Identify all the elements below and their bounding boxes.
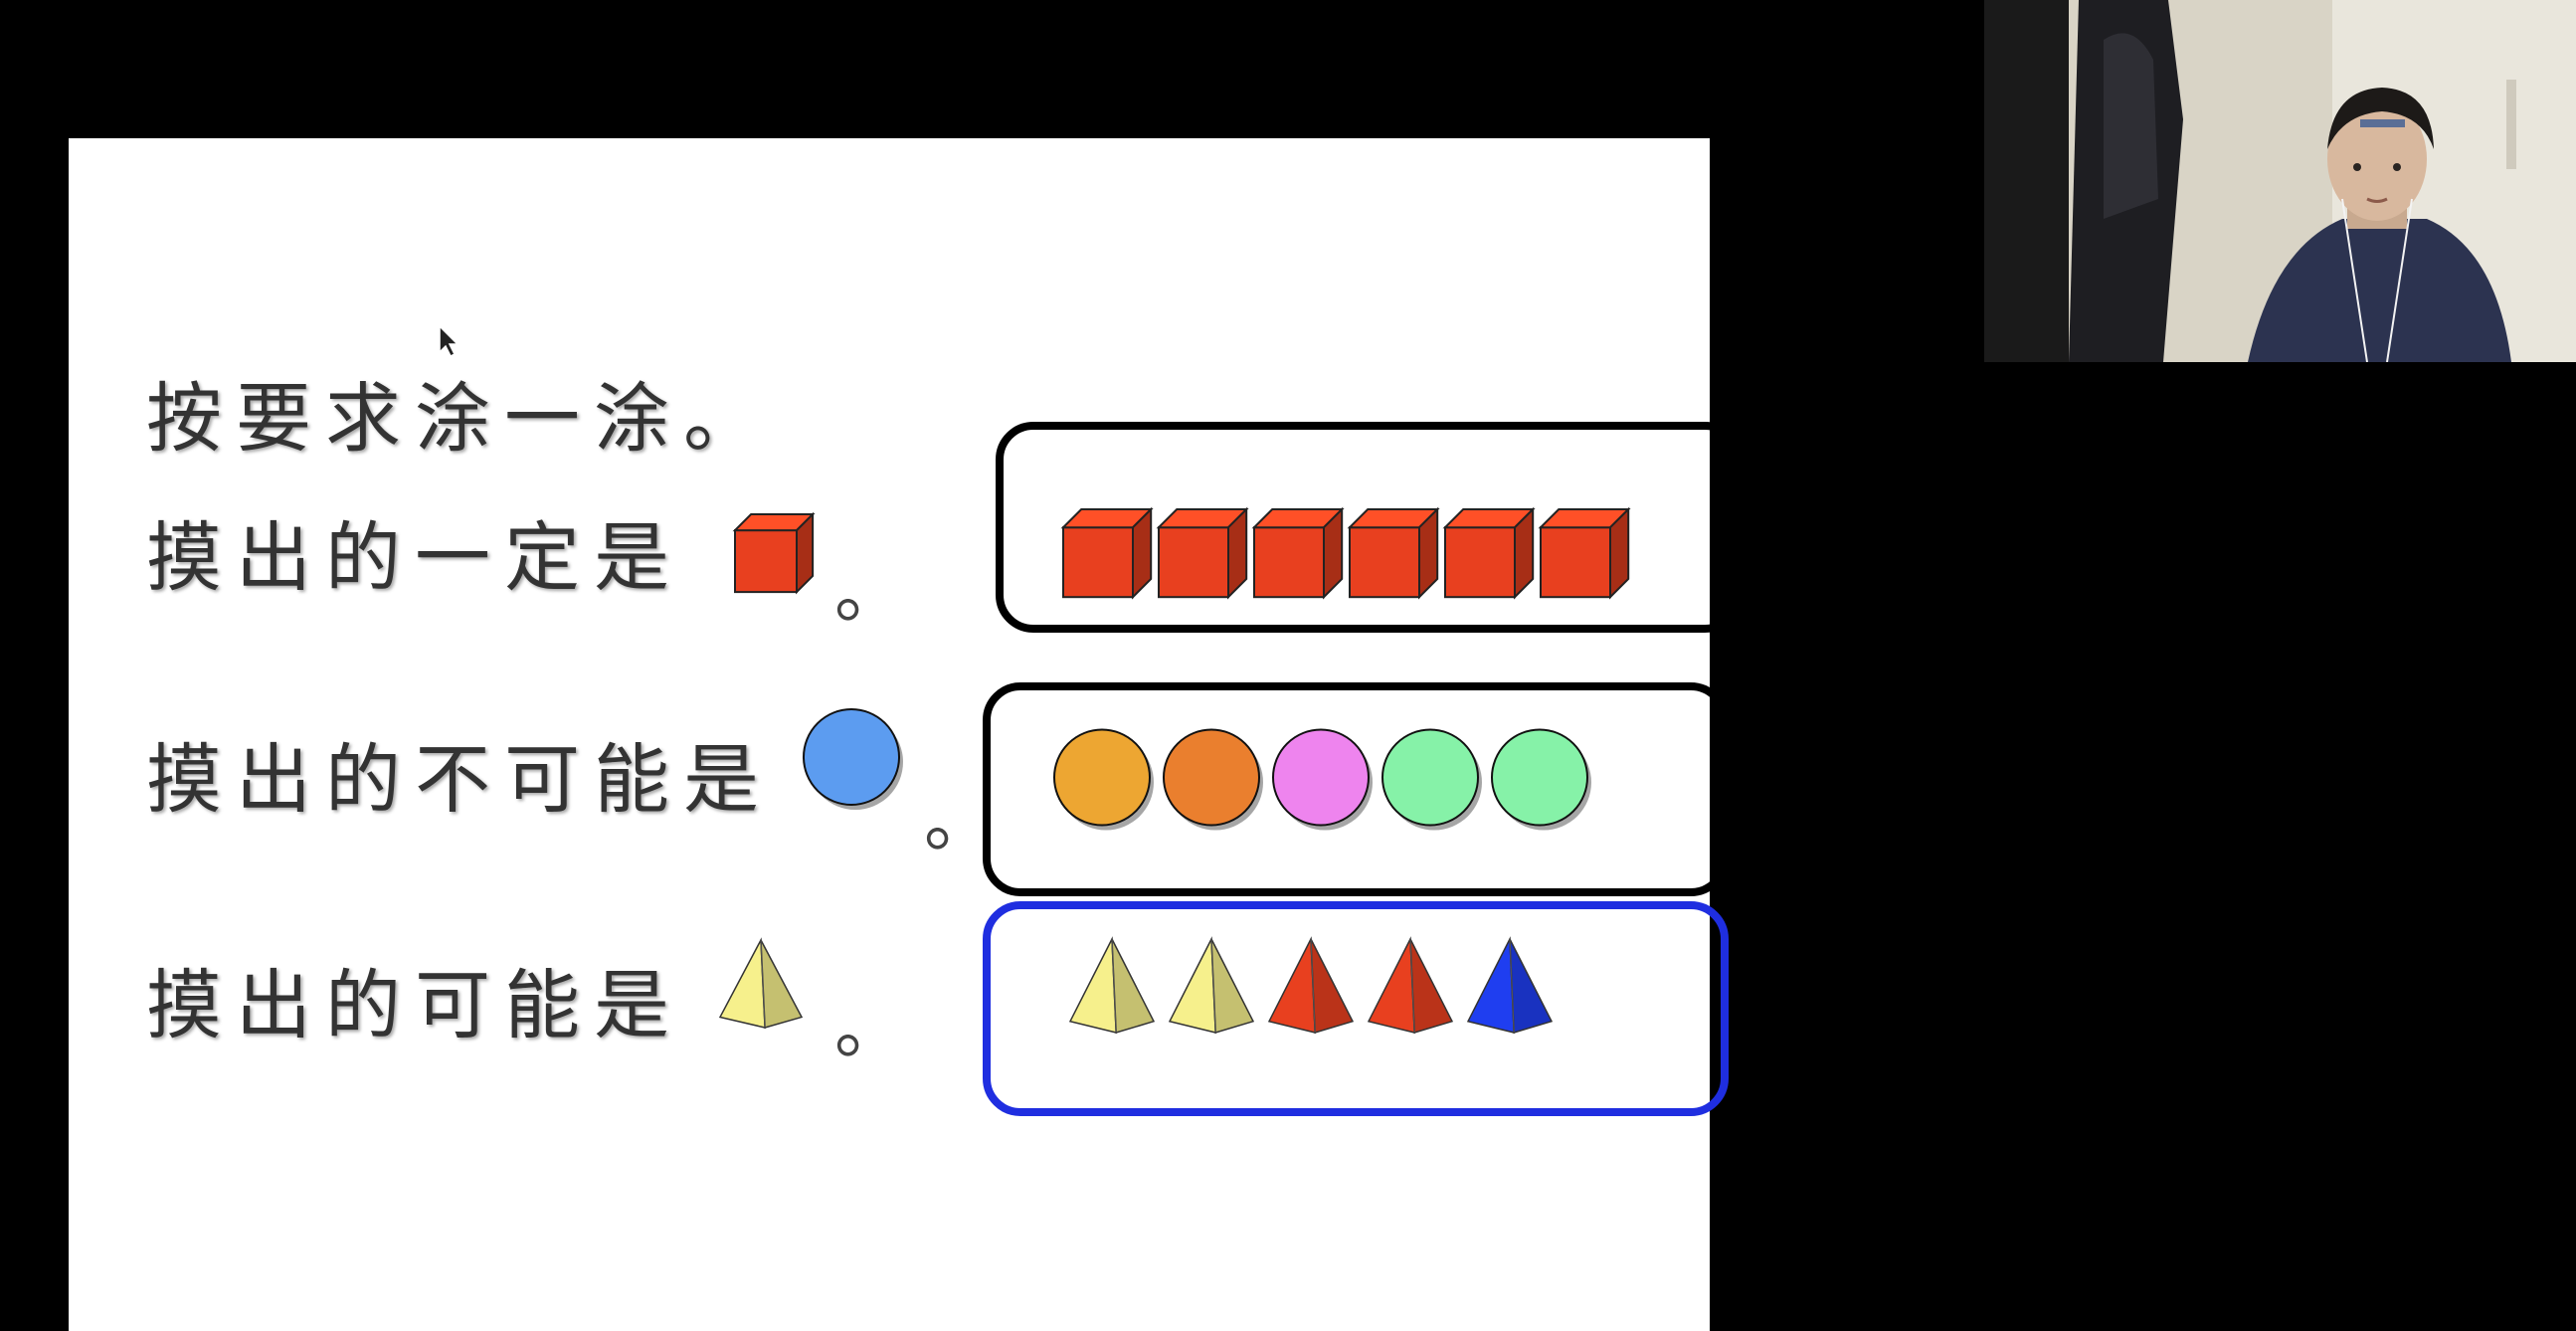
cube-icon: [1442, 506, 1536, 600]
circle-icon: [1272, 728, 1373, 831]
row-2-period: 。: [924, 780, 994, 861]
box-circles: [983, 682, 1729, 896]
cube-icon: [1156, 506, 1249, 600]
circle-icon: [1163, 728, 1263, 831]
presentation-slide: 按要求涂一涂。 摸出的一定是 。 摸出的不可能是 。 摸出的可能是 。: [69, 138, 1743, 1331]
slide-title: 按要求涂一涂。: [146, 374, 773, 463]
pyramid-icon: [1267, 936, 1355, 1034]
circle-icon: [1491, 728, 1591, 831]
box-pyramids: [983, 901, 1729, 1116]
pyramid-icon: [1068, 936, 1156, 1034]
box-cubes: [996, 422, 1743, 633]
cube-icon: [732, 511, 816, 595]
cube-icon: [1347, 506, 1440, 600]
box-items: [1053, 728, 1591, 831]
row-1-text: 摸出的一定是: [146, 513, 683, 602]
pyramid-icon: [718, 937, 804, 1029]
row-3-period: 。: [834, 987, 904, 1068]
mouse-cursor-icon: [439, 324, 460, 358]
participant-video-thumbnail[interactable]: [1984, 0, 2576, 362]
pyramid-icon: [1466, 936, 1554, 1034]
circle-icon: [1053, 728, 1154, 831]
box-items: [1068, 936, 1554, 1034]
cube-icon: [1060, 506, 1154, 600]
cube-icon: [1538, 506, 1631, 600]
pyramid-icon: [1168, 936, 1255, 1034]
circle-icon: [1381, 728, 1482, 831]
pyramid-icon: [1367, 936, 1454, 1034]
cube-icon: [1251, 506, 1345, 600]
circle-icon: [803, 708, 903, 810]
row-1-period: 。: [834, 551, 904, 633]
row-3-text: 摸出的可能是: [146, 961, 683, 1049]
row-2-text: 摸出的不可能是: [146, 735, 773, 824]
box-items: [1060, 506, 1631, 600]
